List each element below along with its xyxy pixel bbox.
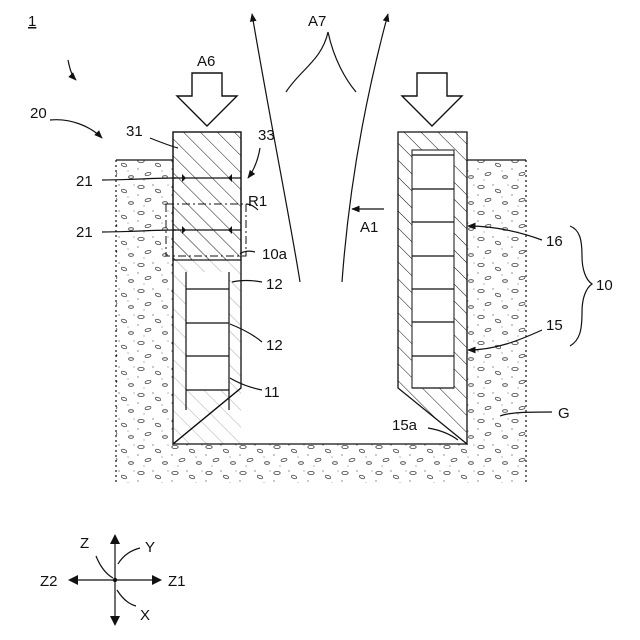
label-side-arrow: A1 bbox=[360, 219, 378, 236]
axes-indicator: Z Y Z2 Z1 X bbox=[40, 534, 186, 626]
label-assembly: 1 bbox=[28, 13, 36, 30]
push-arrow-right bbox=[402, 73, 462, 126]
label-bar-lower: 21 bbox=[76, 224, 93, 241]
axis-label-z2: Z2 bbox=[40, 573, 58, 590]
left-rebar-cage bbox=[186, 272, 229, 410]
a7-leader bbox=[286, 32, 356, 92]
label-bar-upper: 21 bbox=[76, 173, 93, 190]
label-ground-zone: 20 bbox=[30, 105, 47, 122]
label-joint: 33 bbox=[258, 127, 275, 144]
axis-label-z: Z bbox=[80, 535, 89, 552]
axis-label-z1: Z1 bbox=[168, 573, 186, 590]
label-push-arrow: A6 bbox=[197, 53, 215, 70]
flow-arrow-right bbox=[342, 14, 388, 282]
label-top-block: 31 bbox=[126, 123, 143, 140]
flow-arrow-left bbox=[252, 14, 300, 282]
label-wall-group: 10 bbox=[596, 277, 613, 294]
right-wall bbox=[398, 132, 467, 444]
label-rebar-b: 12 bbox=[266, 337, 283, 354]
label-wall-inner: 16 bbox=[546, 233, 563, 250]
label-region-edge: 10a bbox=[262, 246, 288, 263]
label-soil: G bbox=[558, 405, 570, 422]
label-wall-outer: 15 bbox=[546, 317, 563, 334]
push-arrow-left bbox=[177, 73, 237, 126]
label-flow-arrow: A7 bbox=[308, 13, 326, 30]
label-rebar-a: 12 bbox=[266, 276, 283, 293]
label-toe: 15a bbox=[392, 417, 418, 434]
label-region: R1 bbox=[248, 193, 267, 210]
label-cage: 11 bbox=[264, 384, 280, 401]
axis-label-y: Y bbox=[145, 539, 155, 556]
axis-label-x: X bbox=[140, 607, 150, 624]
